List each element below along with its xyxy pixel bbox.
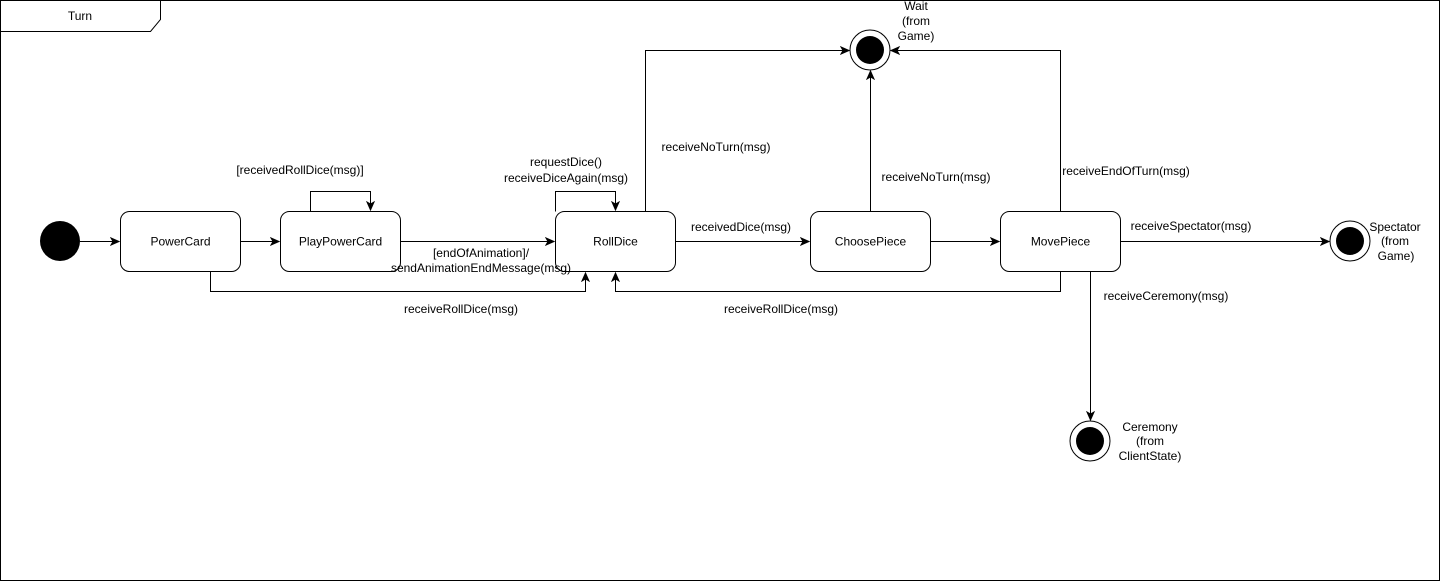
state-movepiece: MovePiece (1000, 211, 1121, 272)
final-wait-label-line1: Wait (904, 0, 928, 13)
final-spectator-label-line1: Spectator (1369, 220, 1420, 234)
label-rolldice-self-line1: requestDice() (530, 155, 602, 169)
state-playpowercard: PlayPowerCard (280, 211, 401, 272)
edge-powercard-to-rolldice (210, 271, 586, 292)
state-powercard: PowerCard (120, 211, 241, 272)
frame-title-tab (0, 0, 161, 32)
label-movepiece-to-ceremony: receiveCeremony(msg) (1104, 289, 1229, 303)
initial-state (40, 221, 80, 261)
state-movepiece-label: MovePiece (1031, 235, 1091, 249)
edge-movepiece-to-wait (891, 51, 1061, 212)
label-playpowercard-to-rolldice-line1: [endOfAnimation]/ (433, 246, 530, 260)
final-spectator-label-line2: (from (1381, 234, 1409, 248)
final-state-spectator (1329, 220, 1371, 262)
state-rolldice-label: RollDice (593, 235, 638, 249)
label-powercard-to-rolldice: receiveRollDice(msg) (404, 302, 518, 316)
final-wait-label-line3: Game) (898, 29, 935, 43)
state-rolldice: RollDice (555, 211, 676, 272)
label-movepiece-to-spectator: receiveSpectator(msg) (1131, 219, 1252, 233)
frame-title: Turn (68, 9, 92, 23)
edge-rolldice-to-wait (645, 51, 850, 212)
label-movepiece-to-rolldice: receiveRollDice(msg) (724, 302, 838, 316)
label-rolldice-to-wait: receiveNoTurn(msg) (662, 140, 771, 154)
edge-rolldice-self (555, 191, 616, 212)
state-choosepiece-label: ChoosePiece (835, 235, 907, 249)
edge-playpowercard-self (310, 191, 371, 212)
final-wait-label-line2: (from (902, 14, 930, 28)
final-ceremony-label-line2: (from (1136, 434, 1164, 448)
edge-movepiece-to-rolldice (616, 271, 1061, 292)
state-powercard-label: PowerCard (150, 235, 210, 249)
label-rolldice-to-choosepiece: receivedDice(msg) (691, 220, 791, 234)
label-movepiece-to-wait: receiveEndOfTurn(msg) (1062, 164, 1190, 178)
final-spectator-label-line3: Game) (1378, 249, 1415, 263)
state-choosepiece: ChoosePiece (810, 211, 931, 272)
label-choosepiece-to-wait: receiveNoTurn(msg) (882, 170, 991, 184)
label-playpowercard-self: [receivedRollDice(msg)] (236, 163, 363, 177)
state-playpowercard-label: PlayPowerCard (299, 235, 382, 249)
label-playpowercard-to-rolldice-line2: sendAnimationEndMessage(msg) (391, 261, 571, 275)
final-ceremony-label-line3: ClientState) (1119, 449, 1182, 463)
label-rolldice-self-line2: receiveDiceAgain(msg) (504, 171, 628, 185)
final-state-ceremony (1069, 420, 1111, 462)
final-ceremony-label-line1: Ceremony (1122, 420, 1177, 434)
final-state-wait (849, 29, 891, 71)
